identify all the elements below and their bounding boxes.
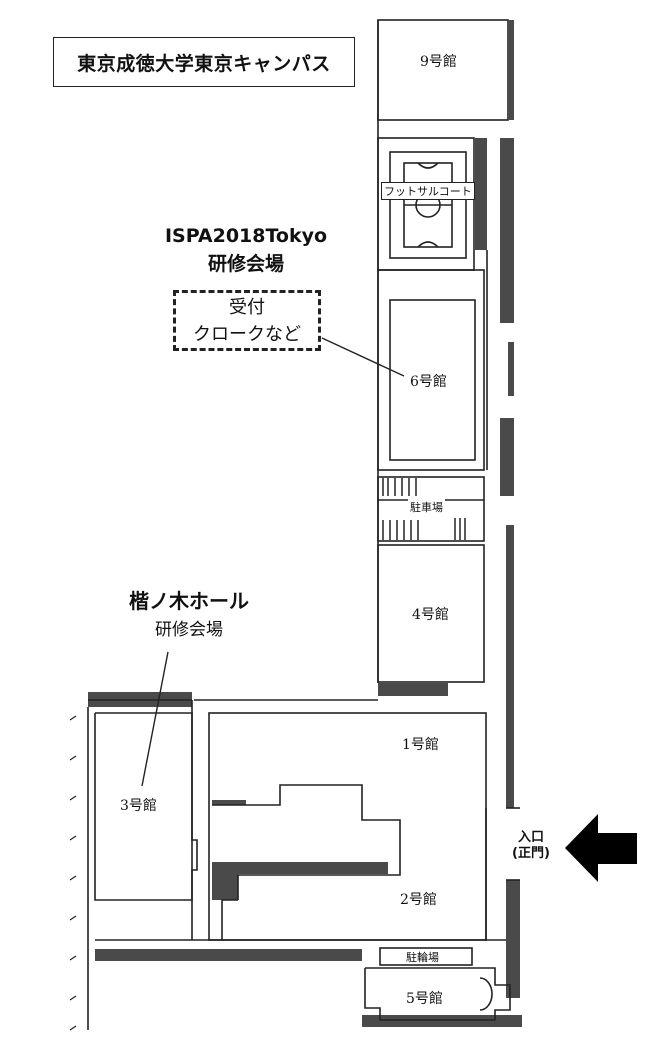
venue-line1: ISPA2018Tokyo (164, 225, 328, 247)
parking-label: 駐車場 (408, 499, 445, 515)
parking-stripes (378, 478, 484, 540)
futsal-court-label: フットサルコート (381, 182, 475, 200)
reception-box: 受付 クロークなど (173, 290, 321, 351)
building-5-label: 5号館 (406, 991, 443, 1007)
building-1-2 (208, 712, 487, 941)
bike-parking (379, 947, 473, 966)
building-9 (377, 19, 509, 121)
building-2-label: 2号館 (400, 892, 437, 908)
building-1-label: 1号館 (402, 737, 439, 753)
leader-line-6 (321, 337, 405, 377)
boundary-ticks (69, 715, 77, 1031)
venue-heading: ISPA2018Tokyo 研修会場 (158, 222, 334, 278)
building-6-label: 6号館 (410, 374, 447, 390)
reception-line1: 受付 (229, 297, 265, 318)
entrance-line1: 入口 (517, 830, 544, 845)
building-4-label: 4号館 (412, 607, 449, 623)
building-6 (377, 269, 485, 471)
leader-line-3 (141, 651, 169, 787)
parking (377, 476, 485, 542)
reception-line2: クロークなど (193, 324, 301, 345)
bike-parking-label: 駐輪場 (406, 951, 439, 964)
entrance-label: 入口 (正門) (506, 830, 556, 862)
building-9-label: 9号館 (420, 54, 457, 70)
building-5 (364, 967, 511, 1021)
map-title: 東京成徳大学東京キャンパス (53, 37, 355, 87)
building-3-label: 3号館 (120, 798, 157, 814)
futsal-court (377, 137, 475, 271)
building-4 (377, 544, 485, 683)
hall-name: 楷ノ木ホール (129, 589, 249, 613)
entrance-line2: (正門) (512, 846, 550, 861)
building-3 (94, 712, 198, 901)
venue-line2: 研修会場 (207, 253, 284, 275)
campus-walls (88, 20, 522, 1027)
hall-subtitle: 研修会場 (155, 620, 223, 640)
entrance-arrow-icon (565, 814, 637, 882)
